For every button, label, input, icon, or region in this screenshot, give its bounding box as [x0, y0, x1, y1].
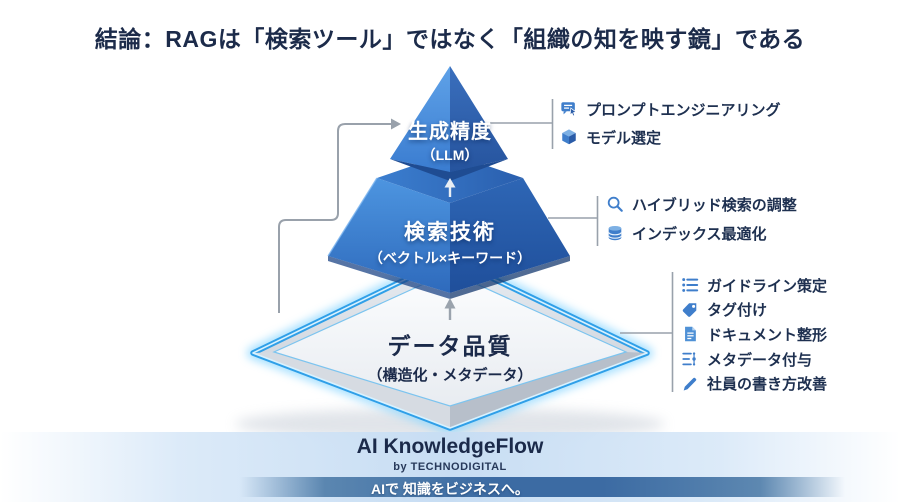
annotation-item: ハイブリッド検索の調整 [606, 194, 797, 214]
annotation-item: メタデータ付与 [681, 349, 827, 369]
bottom-tier-label: データ品質 （構造化・メタデータ） [367, 327, 532, 385]
top-tier-title: 生成精度 [408, 121, 492, 143]
top-tier-shape [390, 66, 508, 181]
bottom-tier-shape [247, 252, 653, 434]
tag-icon [681, 301, 699, 319]
bottom-tier-subtitle: （構造化・メタデータ） [367, 367, 533, 384]
cube-icon [560, 128, 578, 146]
footer-tagline-strip [240, 477, 845, 497]
annotation-item: ドキュメント整形 [681, 324, 827, 344]
search-annotations: ハイブリッド検索の調整 インデックス最適化 [606, 194, 797, 243]
data-quality-annotations: ガイドライン策定 タグ付け ドキュメント整形 [681, 275, 827, 394]
annotation-item: 社員の書き方改善 [681, 374, 827, 394]
search-connector [548, 196, 599, 246]
footer-tagline: AIで 知識をビジネスへ。 [371, 481, 529, 497]
middle-tier-label: 検索技術 （ベクトル×キーワード） [369, 216, 531, 268]
annotation-label: ドキュメント整形 [707, 326, 828, 344]
footer-byline: by TECHNODIGITAL [393, 461, 507, 473]
annotation-label: プロンプトエンジニアリング [586, 101, 781, 119]
left-flow-connector [278, 118, 401, 313]
document-icon [681, 325, 699, 343]
annotation-item: モデル選定 [560, 127, 781, 147]
list-icon [681, 276, 699, 294]
annotation-item: プロンプトエンジニアリング [560, 99, 781, 119]
search-icon [606, 195, 624, 213]
page-title: 結論：RAGは「検索ツール」ではなく「組織の知を映す鏡」である [94, 26, 806, 52]
generation-annotations: プロンプトエンジニアリング モデル選定 [560, 99, 781, 147]
top-tier-label: 生成精度 （LLM） [408, 115, 492, 165]
annotation-label: ガイドライン策定 [707, 277, 828, 295]
bottom-tier-title: データ品質 [387, 333, 513, 359]
metadata-icon [681, 350, 699, 368]
annotation-label: 社員の書き方改善 [707, 376, 828, 394]
prompt-icon [560, 100, 578, 118]
annotation-label: インデックス最適化 [632, 225, 767, 243]
annotation-label: タグ付け [707, 302, 768, 320]
annotation-item: タグ付け [681, 300, 827, 320]
annotation-label: メタデータ付与 [707, 351, 813, 369]
tier-up-arrow-bottom-to-mid [444, 298, 456, 320]
pencil-icon [681, 375, 699, 393]
data-quality-connector [620, 272, 674, 392]
middle-tier-title: 検索技術 [404, 221, 496, 244]
annotation-label: モデル選定 [586, 129, 662, 147]
annotation-label: ハイブリッド検索の調整 [632, 196, 797, 214]
middle-tier-subtitle: （ベクトル×キーワード） [368, 250, 532, 266]
top-tier-subtitle: （LLM） [421, 147, 479, 163]
generation-connector [490, 99, 554, 149]
database-icon [606, 224, 624, 242]
footer-brand: AI KnowledgeFlow [356, 435, 544, 458]
annotation-item: インデックス最適化 [606, 223, 797, 243]
annotation-item: ガイドライン策定 [681, 275, 827, 295]
tier-up-arrow-mid-to-top [444, 178, 456, 197]
